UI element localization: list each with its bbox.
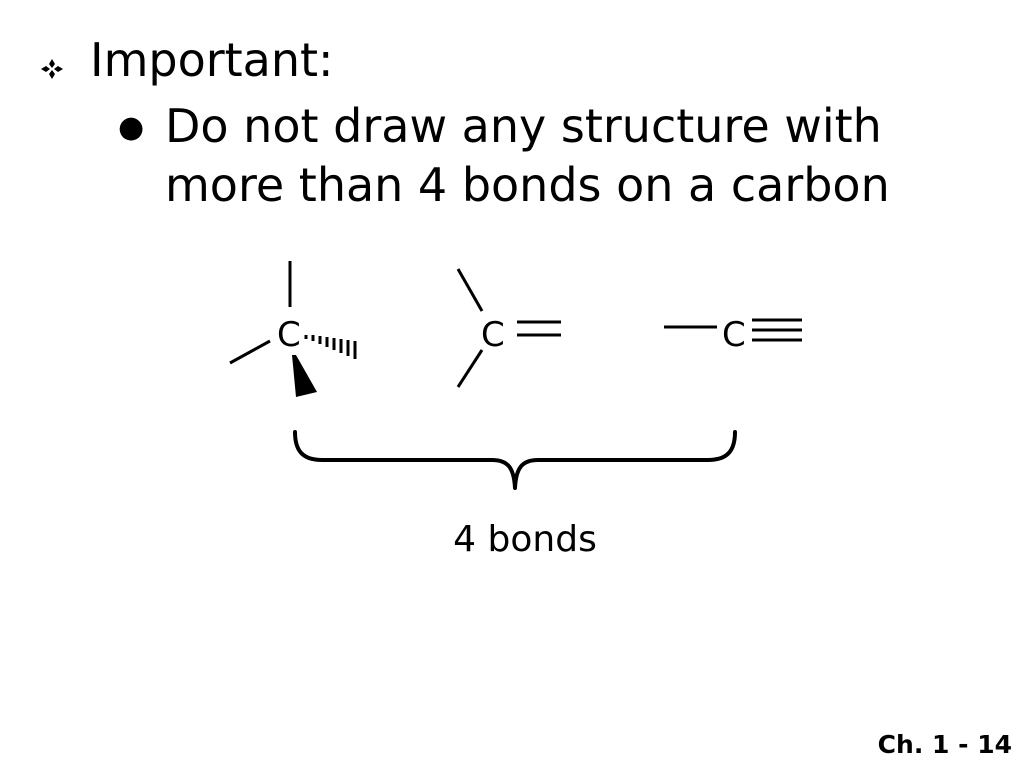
bullet-text-line-2: more than 4 bonds on a carbon bbox=[165, 158, 890, 212]
lower-left-bond bbox=[456, 349, 484, 388]
carbon-atom-label: C bbox=[481, 315, 505, 355]
brace-label: 4 bonds bbox=[453, 519, 597, 560]
tetrahedral-carbon-structure: C bbox=[229, 261, 357, 397]
upper-left-bond bbox=[456, 268, 484, 312]
double-bond-carbon-structure: C bbox=[456, 268, 561, 388]
four-diamond-bullet-icon bbox=[41, 59, 63, 79]
carbon-atom-label: C bbox=[277, 315, 301, 355]
round-bullet-icon: ● bbox=[118, 110, 145, 145]
solid-wedge-bond bbox=[292, 355, 317, 397]
hashed-wedge-bond bbox=[304, 335, 357, 359]
bullet-text-line-1: Do not draw any structure with bbox=[165, 99, 882, 153]
left-bond bbox=[229, 339, 271, 365]
curly-brace bbox=[293, 430, 737, 490]
bullet-text: Do not draw any structure with more than… bbox=[165, 97, 985, 215]
carbon-atom-label: C bbox=[722, 315, 746, 355]
page-number: Ch. 1 - 14 bbox=[877, 730, 1012, 759]
triple-bond-carbon-structure: C bbox=[664, 315, 802, 355]
slide-heading: Important: bbox=[90, 33, 334, 87]
